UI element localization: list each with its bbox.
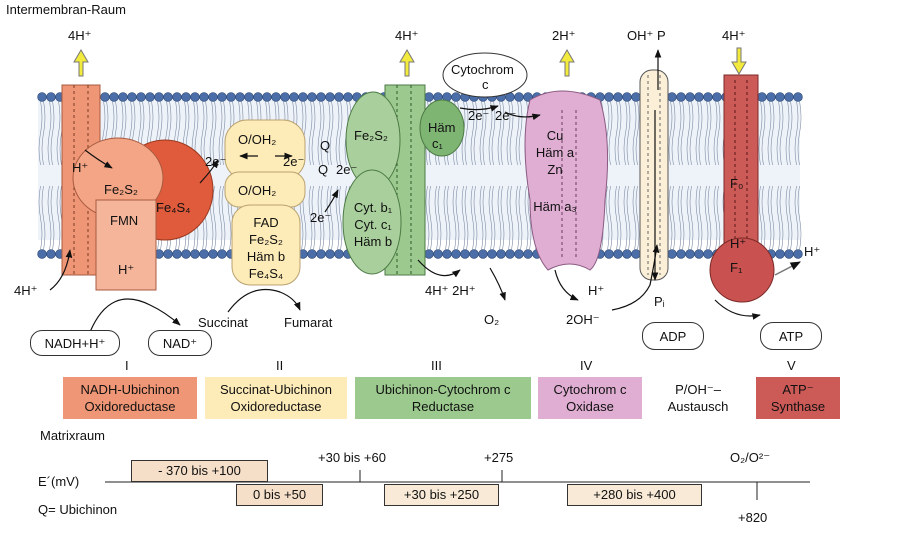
numeral-2: II	[276, 358, 284, 373]
proton-pump-arrows	[73, 47, 747, 77]
c4-oxygen: O₂	[484, 312, 500, 327]
atp-product: ATP	[760, 322, 822, 350]
potential-tick-1: +30 bis +60	[318, 450, 386, 465]
cytochrome-c-label: Cytochrom	[451, 62, 514, 77]
complex1-fmn-domain	[95, 199, 157, 291]
potential-tick-4: +820	[738, 510, 768, 525]
fumarat-label: Fumarat	[284, 315, 333, 330]
c3-electron-4: 2e⁻	[495, 108, 517, 123]
numeral-5: V	[787, 358, 796, 373]
complex2-body	[231, 204, 301, 286]
potential-range-3: +30 bis +250	[384, 484, 499, 506]
potential-tick-2: +275	[484, 450, 514, 465]
phosphate-label: Pᵢ	[654, 294, 665, 309]
c4-proton: H⁺	[588, 283, 605, 298]
intermembrane-label: Intermembran-Raum	[6, 2, 126, 17]
c3-electron-1: 2e⁻	[336, 162, 358, 177]
nad-product: NAD⁺	[148, 330, 212, 356]
complex4-body	[524, 90, 609, 271]
c3-electron-3: 2e⁻	[468, 108, 490, 123]
c1-fes: Fe₂S₂	[104, 182, 138, 197]
c1-fe4s4: Fe₄S₄	[156, 200, 191, 215]
c3-q-1: Q	[320, 138, 331, 153]
c3-q-2: Q	[318, 162, 329, 177]
c2-quinone-2: O/OH₂	[238, 183, 277, 198]
complex3-heme-c1	[419, 99, 465, 157]
c5-f0: F₀	[730, 176, 744, 191]
numeral-4: IV	[580, 358, 593, 373]
cytochrome-c-sub: c	[482, 77, 489, 92]
c5-h: H⁺	[730, 236, 747, 251]
c1-fmn: FMN	[110, 213, 139, 228]
c5-proton-label: 4H⁺	[722, 28, 746, 43]
c1-proton-label: 4H⁺	[68, 28, 92, 43]
c2-electron-2: 2e⁻	[283, 154, 305, 169]
c3-fes: Fe₂S₂	[354, 128, 388, 143]
complex5-f1	[709, 237, 775, 303]
potential-tick-3: O₂/O²⁻	[730, 450, 771, 465]
nadh-substrate: NADH+H⁺	[30, 330, 120, 356]
complex2-quinone-site	[224, 119, 306, 181]
legend-complex5: ATP⁻Synthase	[756, 377, 840, 419]
ubiquinone-note: Q= Ubichinon	[38, 502, 118, 517]
c3-proton-label: 4H⁺	[395, 28, 419, 43]
matrix-label: Matrixraum	[40, 428, 106, 443]
adp-substrate: ADP	[642, 322, 704, 350]
antiporter-top-label: OH⁺ P	[627, 28, 666, 43]
c3-heme-c1: Häm	[428, 120, 456, 135]
succinat-label: Succinat	[198, 315, 248, 330]
c5-f1: F₁	[730, 260, 743, 275]
c1-h-bottom: H⁺	[118, 262, 135, 277]
c1-h-left: H⁺	[72, 160, 89, 175]
c4-proton-label: 2H⁺	[552, 28, 576, 43]
antiporter-channel	[639, 69, 669, 281]
c2-quinone-1: O/OH₂	[238, 132, 277, 147]
numeral-1: I	[125, 358, 129, 373]
legend-antiporter: P/OH⁻–Austausch	[654, 377, 742, 419]
c4-hydroxide: 2OH⁻	[566, 312, 600, 327]
potential-axis-label: E´(mV)	[38, 474, 80, 489]
c1-h-in: 4H⁺	[14, 283, 38, 298]
c3-electron-2: 2e⁻	[310, 210, 332, 225]
c3-proton-out: 4H⁺ 2H⁺	[425, 283, 476, 298]
potential-range-1: - 370 bis +100	[131, 460, 268, 482]
numeral-3: III	[431, 358, 442, 373]
potential-range-2: 0 bis +50	[236, 484, 323, 506]
cytochrome-c-bubble	[442, 52, 528, 98]
potential-range-4: +280 bis +400	[567, 484, 702, 506]
reaction-arrows	[49, 49, 761, 333]
c2-electron-1: 2e⁻	[205, 154, 227, 169]
c5-proton-out: H⁺	[804, 244, 821, 259]
c3-heme-c1-sub: c₁	[432, 136, 443, 151]
